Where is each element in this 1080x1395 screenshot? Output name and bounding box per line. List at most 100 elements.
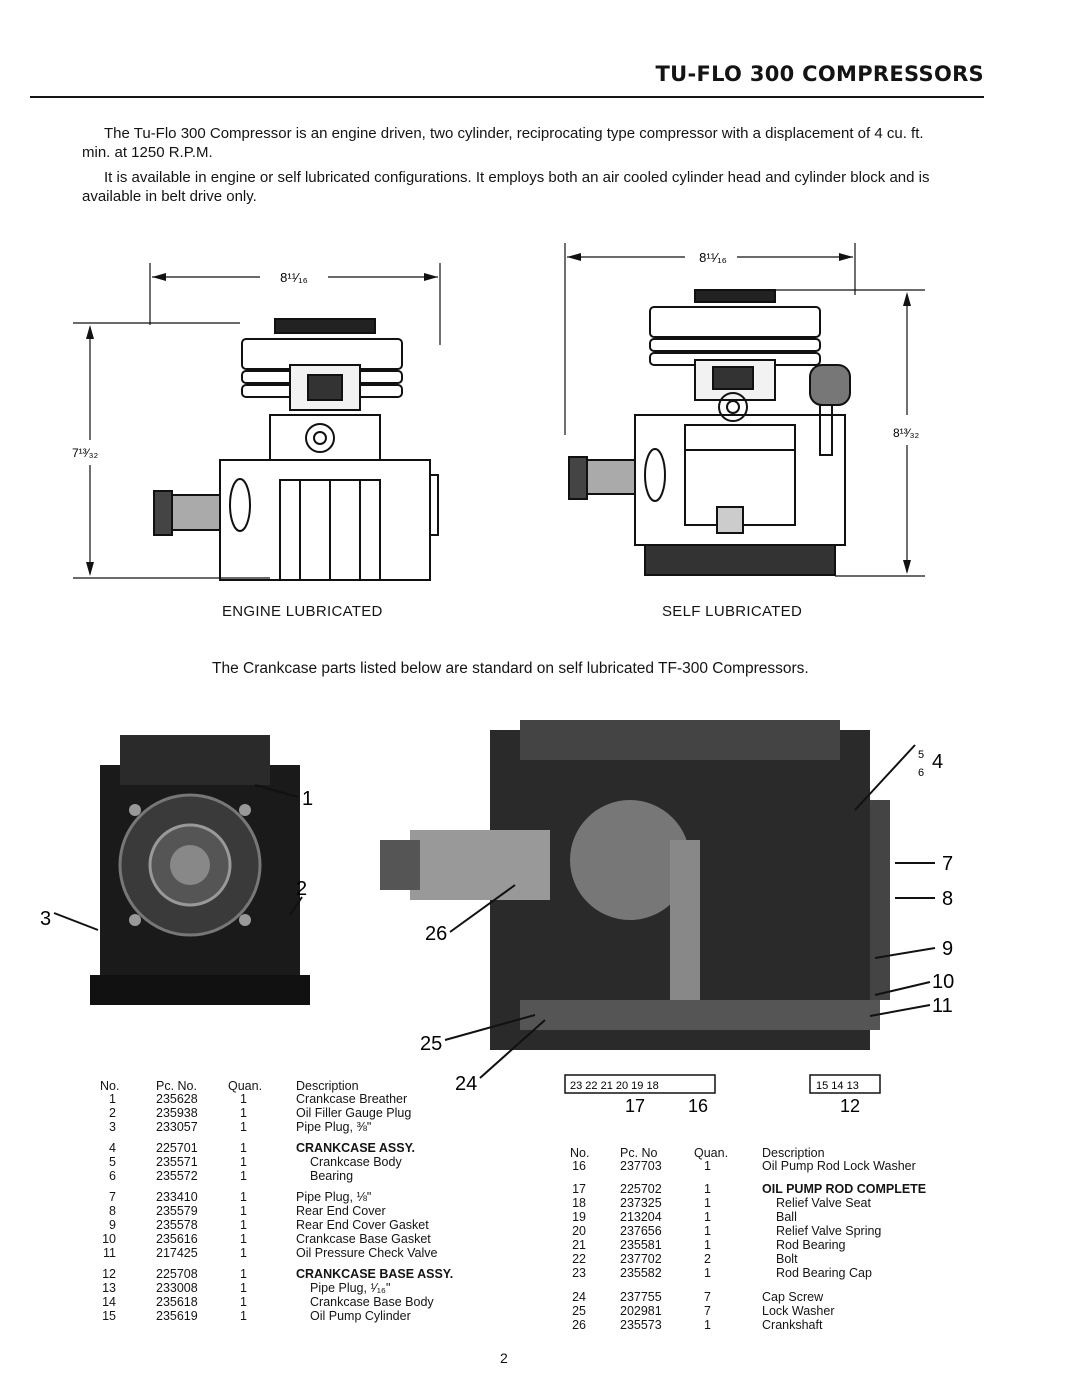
callout-8: 8 — [942, 888, 953, 910]
piece-number: 235579 — [156, 1204, 198, 1218]
quantity: 1 — [240, 1218, 247, 1232]
engine-lubricated-caption: ENGINE LUBRICATED — [222, 603, 383, 620]
part-number: 17 — [572, 1182, 586, 1196]
description: Oil Pressure Check Valve — [296, 1246, 438, 1260]
description: Oil Pump Cylinder — [310, 1309, 411, 1323]
callout-25: 25 — [420, 1033, 442, 1055]
part-number: 24 — [572, 1290, 586, 1304]
piece-number: 235618 — [156, 1295, 198, 1309]
part-number: 7 — [109, 1190, 116, 1204]
piece-number: 235572 — [156, 1169, 198, 1183]
callout-group-15-13: 15 14 13 — [816, 1080, 859, 1092]
quantity: 1 — [240, 1092, 247, 1106]
part-number: 20 — [572, 1224, 586, 1238]
piece-number: 237325 — [620, 1196, 662, 1210]
description: Pipe Plug, ⅜" — [296, 1120, 372, 1134]
part-number: 9 — [109, 1218, 116, 1232]
description: Crankcase Base Gasket — [296, 1232, 431, 1246]
self-compressor-body — [568, 289, 851, 576]
callout-16: 16 — [688, 1096, 708, 1116]
self-width-dimension: 8¹¹⁄₁₆ — [699, 250, 727, 265]
description: Bearing — [310, 1169, 354, 1183]
piece-number: 225708 — [156, 1267, 198, 1281]
part-number: 19 — [572, 1210, 586, 1224]
part-number: 22 — [572, 1252, 586, 1266]
part-number: 13 — [102, 1281, 116, 1295]
engine-height-dimension: 7¹³⁄₃₂ — [72, 446, 99, 460]
callout-7: 7 — [942, 853, 953, 875]
quantity: 1 — [240, 1141, 247, 1155]
engine-lubricated-drawing: 8¹¹⁄₁₆ 7¹³⁄₃₂ — [72, 263, 441, 581]
part-number: 21 — [572, 1238, 586, 1252]
part-number: 18 — [572, 1196, 586, 1210]
description: Relief Valve Spring — [776, 1224, 882, 1238]
part-number: 11 — [103, 1246, 116, 1260]
description: OIL PUMP ROD COMPLETE — [762, 1182, 927, 1196]
part-number: 26 — [572, 1318, 586, 1332]
part-number: 15 — [102, 1309, 116, 1323]
quantity: 7 — [704, 1304, 711, 1318]
callout-6: 6 — [918, 767, 924, 779]
description: Lock Washer — [762, 1304, 835, 1318]
quantity: 1 — [240, 1267, 247, 1281]
quantity: 1 — [704, 1266, 711, 1280]
description: Crankshaft — [762, 1318, 823, 1332]
quantity: 7 — [704, 1290, 711, 1304]
part-number: 1 — [109, 1092, 116, 1106]
piece-number: 233057 — [156, 1120, 198, 1134]
quantity: 1 — [704, 1196, 711, 1210]
part-number: 25 — [572, 1304, 586, 1318]
part-number: 16 — [572, 1159, 586, 1173]
quantity: 1 — [240, 1120, 247, 1134]
callout-11: 11 — [932, 995, 953, 1017]
description: Bolt — [776, 1252, 798, 1266]
callout-10: 10 — [932, 971, 954, 993]
part-number: 8 — [109, 1204, 116, 1218]
description: Rod Bearing — [776, 1238, 846, 1252]
quantity: 2 — [704, 1252, 711, 1266]
piece-number: 217425 — [156, 1246, 198, 1260]
piece-number: 213204 — [620, 1210, 662, 1224]
part-number: 14 — [102, 1295, 116, 1309]
description: CRANKCASE ASSY. — [296, 1141, 416, 1155]
callout-2: 2 — [296, 878, 307, 900]
part-number: 10 — [102, 1232, 116, 1246]
piece-number: 235582 — [620, 1266, 662, 1280]
quantity: 1 — [240, 1190, 247, 1204]
part-number: 4 — [109, 1141, 116, 1155]
quantity: 1 — [704, 1318, 711, 1332]
quantity: 1 — [240, 1155, 247, 1169]
description: Pipe Plug, ⅛" — [296, 1190, 372, 1204]
quantity: 1 — [240, 1295, 247, 1309]
callout-5: 5 — [918, 749, 924, 761]
intro-text: The Tu-Flo 300 Compressor is an engine d… — [82, 124, 952, 206]
quantity: 1 — [240, 1281, 247, 1295]
dim-arrow-right — [424, 273, 438, 281]
dim-arrow-left — [152, 273, 166, 281]
description: Rod Bearing Cap — [776, 1266, 872, 1280]
callout-3: 3 — [40, 908, 51, 930]
quantity: 1 — [240, 1309, 247, 1323]
piece-number: 235578 — [156, 1218, 198, 1232]
intro-paragraph-2: It is available in engine or self lubric… — [82, 169, 930, 205]
callout-group-23-18: 23 22 21 20 19 18 — [570, 1080, 659, 1092]
description: CRANKCASE BASE ASSY. — [296, 1267, 454, 1281]
title-rule — [30, 96, 984, 98]
callout-4: 4 — [932, 751, 943, 773]
part-number: 23 — [572, 1266, 586, 1280]
quantity: 1 — [240, 1106, 247, 1120]
description: Relief Valve Seat — [776, 1196, 871, 1210]
self-lubricated-drawing: 8¹¹⁄₁₆ 8¹³⁄₃₂ — [564, 243, 925, 577]
quantity: 1 — [704, 1238, 711, 1252]
crankcase-note: The Crankcase parts listed below are sta… — [212, 660, 809, 677]
piece-number: 235571 — [156, 1155, 198, 1169]
description: Oil Pump Rod Lock Washer — [762, 1159, 916, 1173]
quantity: 1 — [704, 1224, 711, 1238]
description: Crankcase Body — [310, 1155, 402, 1169]
piece-number: 233008 — [156, 1281, 198, 1295]
part-number: 5 — [109, 1155, 116, 1169]
piece-number: 237656 — [620, 1224, 662, 1238]
quantity: 1 — [240, 1246, 247, 1260]
page-title: TU-FLO 300 COMPRESSORS — [655, 62, 984, 86]
